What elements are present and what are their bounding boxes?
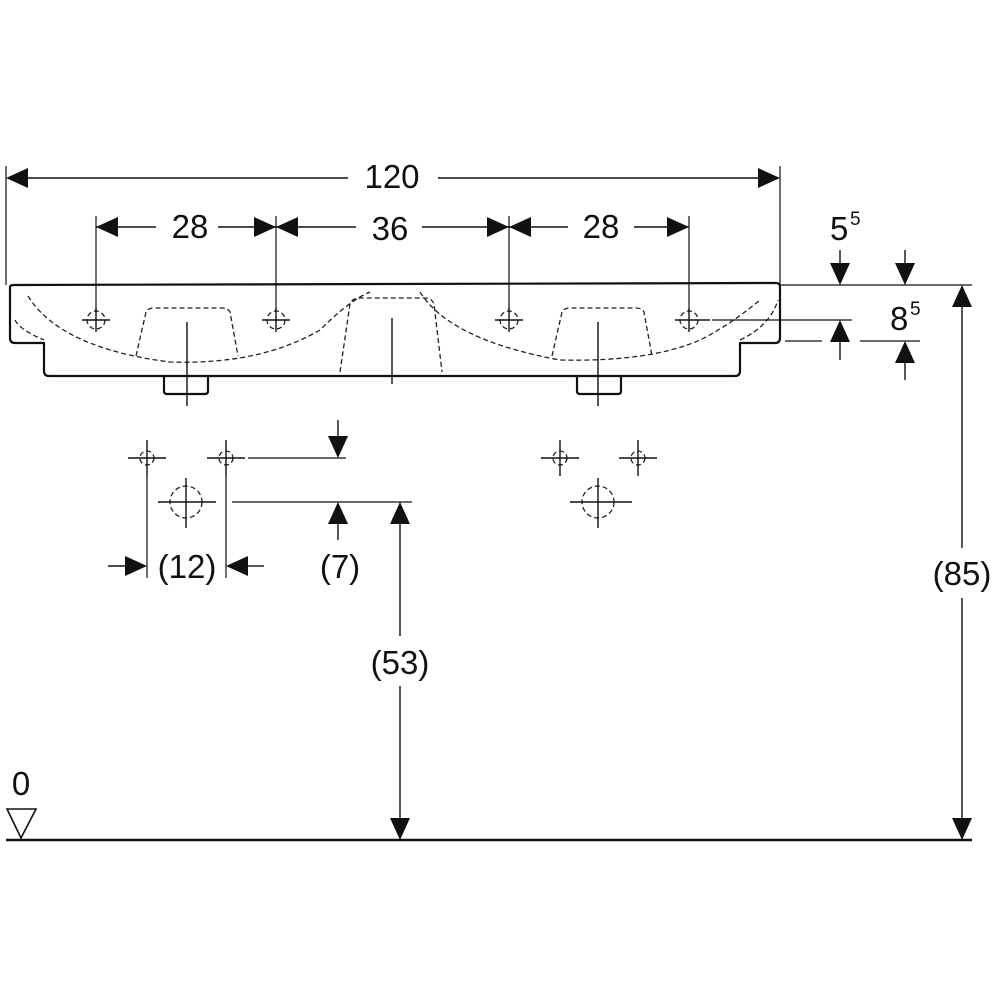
drain-connection-icon bbox=[570, 478, 632, 528]
dim-total-height: (85) bbox=[933, 555, 992, 592]
rim-inner-line bbox=[14, 299, 779, 341]
drain-connection-icon bbox=[158, 478, 216, 528]
waste-outlet-left bbox=[162, 376, 210, 396]
dim-hole-right: 28 bbox=[583, 208, 620, 245]
supply-connection-icon bbox=[619, 440, 657, 476]
dim-top-offset: 5 bbox=[830, 210, 848, 247]
supply-connection-icon bbox=[207, 440, 245, 476]
dim-supply-offset: (7) bbox=[320, 548, 360, 585]
bowl-left-curve bbox=[27, 291, 371, 363]
supply-connection-icon bbox=[541, 440, 579, 476]
dim-top-offset-superscript: 5 bbox=[850, 209, 861, 230]
bowl-recess-right bbox=[551, 307, 653, 357]
basin-outline bbox=[8, 281, 782, 378]
dim-supply-spacing: (12) bbox=[158, 548, 217, 585]
bowl-recess-left bbox=[135, 307, 239, 357]
dim-rim-height-superscript: 5 bbox=[910, 299, 921, 320]
dim-rim-height: 8 bbox=[890, 300, 908, 337]
tap-hole-icon bbox=[675, 308, 710, 332]
washbasin bbox=[8, 281, 782, 406]
wall-connections bbox=[128, 440, 657, 528]
dim-hole-center: 36 bbox=[372, 210, 409, 247]
triangle-down-icon bbox=[5, 808, 38, 840]
floor-level-label: 0 bbox=[12, 765, 30, 802]
dim-overall-width: 120 bbox=[364, 158, 419, 195]
bowl-right-curve bbox=[419, 291, 761, 361]
dimension-lines bbox=[5, 166, 972, 840]
waste-outlet-right bbox=[575, 376, 623, 396]
supply-connection-icon bbox=[128, 440, 166, 476]
dim-hole-left: 28 bbox=[172, 208, 209, 245]
dim-supply-height: (53) bbox=[371, 644, 430, 681]
bowl-recess-center bbox=[339, 297, 443, 373]
